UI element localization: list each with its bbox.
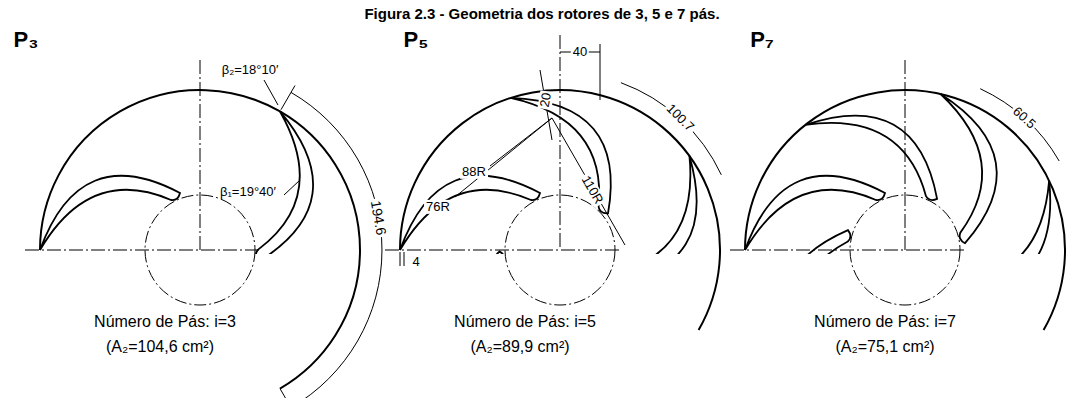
center-line bbox=[385, 250, 620, 251]
extension-line bbox=[281, 86, 295, 110]
impeller-7-blades bbox=[730, 60, 1081, 398]
extension-line bbox=[280, 389, 295, 398]
blades bbox=[400, 75, 733, 254]
dimension-label: 40 bbox=[571, 45, 589, 59]
leader-line bbox=[552, 118, 625, 245]
outer-rim bbox=[40, 90, 360, 389]
figure-label: P₃ bbox=[12, 28, 41, 52]
radius-label: 110R bbox=[577, 172, 606, 209]
outlet-area: (A₂=75,1 cm²) bbox=[833, 338, 936, 356]
center-line bbox=[200, 60, 201, 250]
blade-count: Número de Pás: i=3 bbox=[92, 313, 238, 331]
dimension-arc bbox=[291, 92, 382, 398]
outer-rim bbox=[745, 90, 1065, 330]
leader-line bbox=[284, 180, 300, 195]
blades bbox=[745, 79, 1081, 254]
eye-circle bbox=[505, 195, 615, 305]
blades bbox=[40, 111, 344, 254]
dimension-label: 4 bbox=[410, 255, 421, 269]
dimension-label: 20 bbox=[537, 90, 554, 111]
figure-label: P₇ bbox=[748, 28, 775, 52]
extension-line bbox=[404, 252, 405, 266]
center-line bbox=[25, 250, 260, 251]
leader-line bbox=[264, 80, 278, 105]
extension-line bbox=[400, 252, 401, 266]
outlet-area: (A₂=104,6 cm²) bbox=[104, 338, 216, 356]
dimension-label: 194.6 bbox=[367, 197, 389, 238]
leader-line bbox=[455, 118, 552, 197]
radius-label: 88R bbox=[460, 165, 488, 179]
center-line bbox=[730, 250, 965, 251]
blade-count: Número de Pás: i=5 bbox=[452, 313, 598, 331]
figure-label: P₅ bbox=[402, 28, 431, 52]
figure-title: Figura 2.3 - Geometria dos rotores de 3,… bbox=[362, 6, 721, 23]
blade-count: Número de Pás: i=7 bbox=[812, 313, 958, 331]
impeller-5-blades bbox=[385, 35, 733, 398]
radius-label: 76R bbox=[424, 200, 452, 214]
eye-circle bbox=[145, 195, 255, 305]
angle-label: β₂=18°10′ bbox=[220, 63, 281, 77]
eye-circle bbox=[850, 195, 960, 305]
dimension-arc bbox=[621, 83, 721, 175]
dimension-arc bbox=[980, 89, 1059, 161]
extension-line bbox=[600, 44, 601, 100]
angle-label: β₁=19°40′ bbox=[218, 185, 278, 199]
outlet-area: (A₂=89,9 cm²) bbox=[468, 338, 571, 356]
outer-rim bbox=[400, 90, 720, 330]
impeller-3-blades bbox=[25, 60, 382, 398]
center-line bbox=[560, 35, 561, 250]
